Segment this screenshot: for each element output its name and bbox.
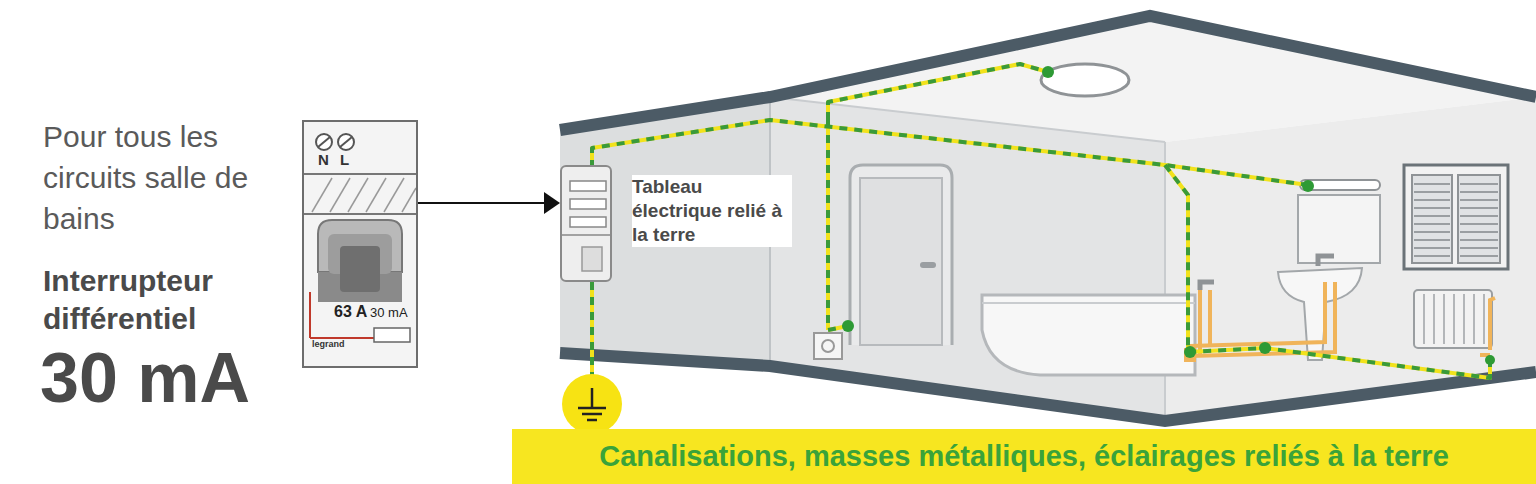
breaker-marking: 30 mA xyxy=(370,306,408,319)
device-name: Interrupteur différentiel xyxy=(43,262,283,338)
banner-text: Canalisations, masses métalliques, éclai… xyxy=(599,440,1449,473)
breaker-marking: legrand xyxy=(312,340,345,349)
banner-band: Canalisations, masses métalliques, éclai… xyxy=(512,429,1536,484)
electrical-panel: Tableau électrique relié à la terre xyxy=(560,165,612,282)
intro-note: Pour tous les circuits salle de bains xyxy=(43,116,273,239)
connector-arrow xyxy=(418,192,560,214)
panel-label: Tableau électrique relié à la terre xyxy=(632,175,792,247)
breaker-marking: L xyxy=(340,152,349,167)
breaker-marking: 63 A xyxy=(334,304,367,320)
rating-value: 30 mA xyxy=(40,340,290,416)
breaker-module: NL 63 A30 mA legrand xyxy=(302,120,418,368)
panel-drawing xyxy=(562,167,610,280)
breaker-marking: N xyxy=(318,152,329,167)
